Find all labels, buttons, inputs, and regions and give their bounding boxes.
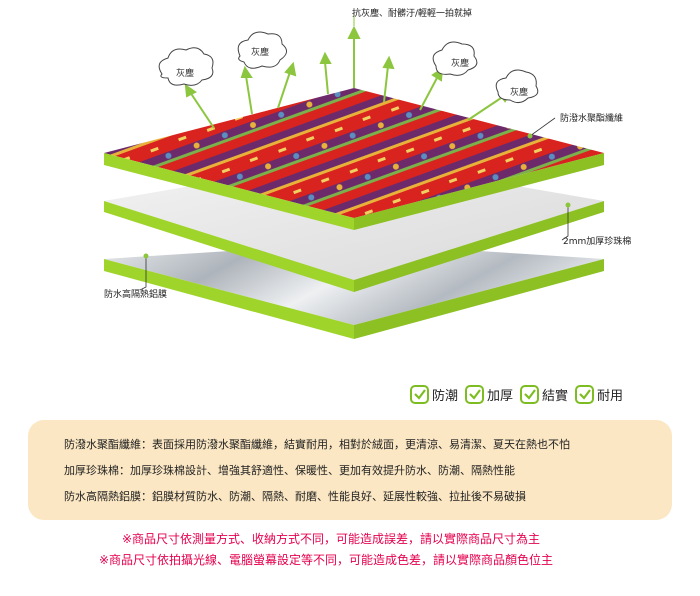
info-fabric: 防潑水聚酯纖維：表面採用防潑水聚酯纖維，結實耐用，相對於絨面，更清涼、易清潔、夏… [64, 438, 570, 451]
feature-item: 加厚 [465, 384, 514, 404]
checkbox-check-icon [465, 384, 485, 404]
feature-item: 耐用 [575, 384, 624, 404]
size-disclaimer: ※商品尺寸依測量方式、收納方式不同，可能造成誤差，請以實際商品尺寸為主 [122, 532, 541, 546]
color-disclaimer: ※商品尺寸依拍攝光線、電腦螢幕設定等不同，可能造成色差，請以實際商品顏色位主 [99, 553, 554, 567]
feature-label: 結實 [542, 388, 569, 404]
feature-checklist: 防潮 加厚 結實 耐用 [410, 382, 630, 406]
feature-item: 防潮 [410, 384, 459, 404]
checkbox-check-icon [520, 384, 540, 404]
callout-foil-layer: 防水高隔熱鋁膜 [104, 290, 168, 300]
cloud-label: 灰塵 [176, 69, 195, 79]
layer-illustration [104, 14, 604, 339]
callout-connectors [139, 117, 571, 291]
info-foam: 加厚珍珠棉：加厚珍珠棉設計、增強其舒適性、保暖性、更加有效提升防水、防潮、隔熱性… [64, 464, 515, 477]
feature-label: 耐用 [597, 388, 624, 404]
feature-label: 加厚 [487, 388, 514, 404]
fabric-layer [104, 88, 604, 230]
dust-arrows [184, 25, 514, 129]
layer-diagram: 抗灰塵、耐髒汙/輕輕一拍就掉 防潑水聚酯纖維 2mm加厚珍珠棉 防水高隔熱鋁膜 … [104, 9, 632, 339]
callout-foam-layer: 2mm加厚珍珠棉 [563, 237, 632, 247]
callout-dust-resistant: 抗灰塵、耐髒汙/輕輕一拍就掉 [352, 9, 473, 19]
cloud-label: 灰塵 [510, 88, 529, 98]
checkbox-check-icon [410, 384, 429, 404]
info-foil: 防水高隔熱鋁膜：鋁膜材質防水、防潮、隔熱、耐磨、性能良好、延展性較強、拉扯後不易… [64, 490, 526, 503]
cloud-label: 灰塵 [451, 59, 470, 69]
material-info-panel: 防潑水聚酯纖維：表面採用防潑水聚酯纖維，結實耐用，相對於絨面，更清涼、易清潔、夏… [28, 420, 672, 520]
feature-item: 結實 [520, 384, 569, 404]
callout-fabric-layer: 防潑水聚酯纖維 [560, 114, 624, 124]
checkbox-check-icon [575, 384, 595, 404]
dust-clouds [158, 31, 539, 104]
cloud-label: 灰塵 [251, 48, 270, 58]
feature-label: 防潮 [432, 388, 459, 404]
